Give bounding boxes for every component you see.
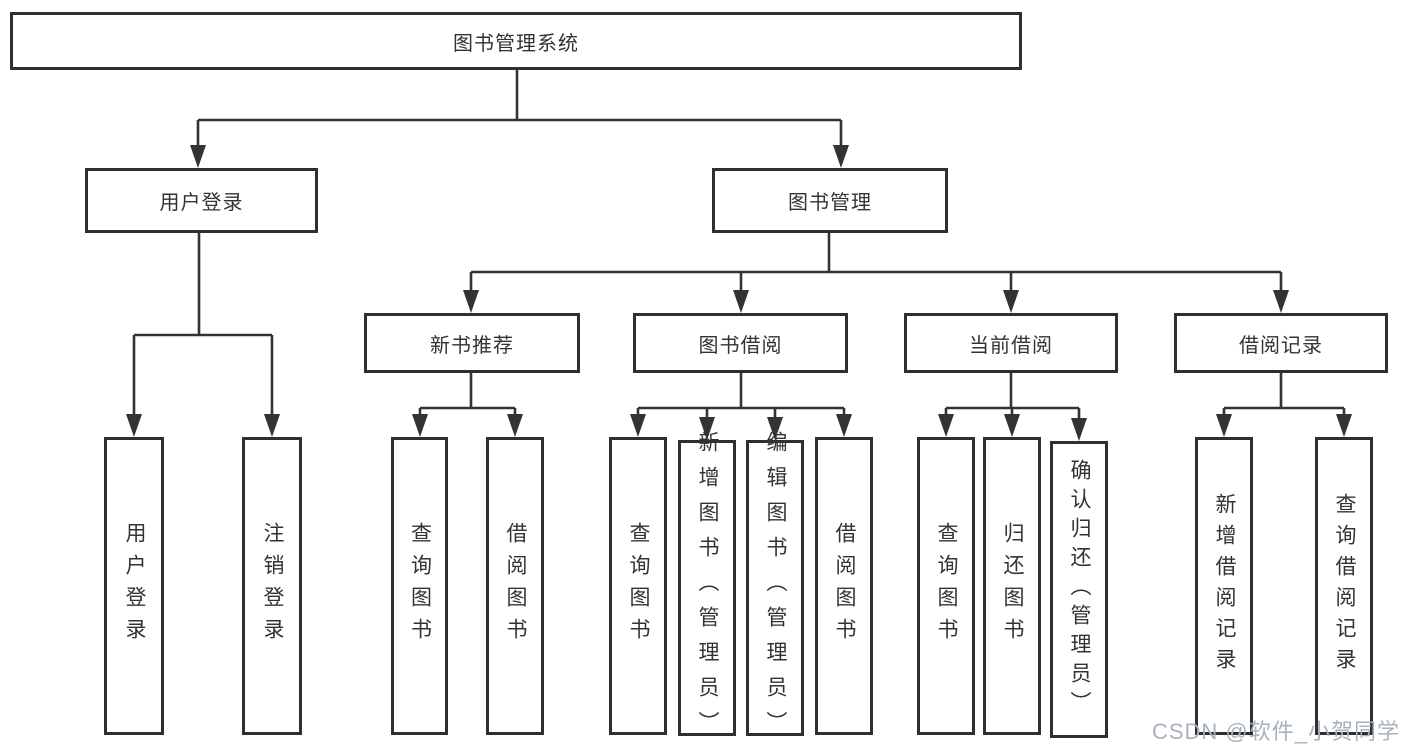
node-label: 新增借阅记录 (1213, 493, 1236, 679)
node-label: 用户登录 (123, 522, 146, 650)
arrow-down-icon (1336, 414, 1352, 437)
arrow-down-icon (264, 414, 280, 437)
leaf-logout: 注销登录 (242, 437, 302, 735)
leaf-borrow-book-recommend: 借阅图书 (486, 437, 544, 735)
node-label: 新书推荐 (430, 334, 514, 357)
leaf-add-book-admin: 新增图书（管理员） (678, 431, 736, 746)
node-label: 图书管理系统 (453, 32, 579, 55)
arrow-down-icon (733, 290, 749, 313)
arrow-down-icon (767, 417, 783, 440)
node-label: 注销登录 (261, 522, 284, 650)
arrow-down-icon (630, 414, 646, 437)
leaf-user-login: 用户登录 (104, 437, 164, 735)
csdn-watermark: CSDN @软件_小贺同学 (1151, 719, 1400, 744)
node-label: 借阅图书 (833, 522, 856, 650)
node-label: 借阅记录 (1239, 334, 1323, 357)
node-label: 借阅图书 (504, 522, 527, 650)
connector-path (132, 70, 1346, 420)
arrow-down-icon (1003, 290, 1019, 313)
arrow-down-icon (699, 417, 715, 440)
arrow-down-icon (1071, 418, 1087, 441)
arrow-down-icon (1273, 290, 1289, 313)
arrow-down-icon (412, 414, 428, 437)
node-current-borrowing: 当前借阅 (904, 313, 1118, 373)
node-book-management: 图书管理 (712, 168, 948, 233)
leaf-query-book-recommend: 查询图书 (391, 437, 448, 735)
node-label: 查询图书 (935, 522, 958, 650)
arrow-down-icon (507, 414, 523, 437)
node-label: 确认归还（管理员） (1068, 459, 1091, 720)
leaf-query-book-current: 查询图书 (917, 437, 975, 735)
arrow-down-icon (1004, 414, 1020, 437)
node-label: 编辑图书（管理员） (764, 430, 787, 746)
arrow-down-icon (126, 414, 142, 437)
node-label: 图书借阅 (698, 334, 783, 357)
arrow-down-icon (463, 290, 479, 313)
arrow-down-icon (833, 145, 849, 168)
leaf-return-book: 归还图书 (983, 437, 1041, 735)
node-label: 查询图书 (408, 522, 432, 650)
leaf-borrow-book-borrowing: 借阅图书 (815, 437, 873, 735)
node-label: 查询借阅记录 (1333, 493, 1356, 679)
node-label: 归还图书 (1001, 522, 1024, 650)
node-label: 新增图书（管理员） (696, 430, 719, 746)
node-new-book-recommend: 新书推荐 (364, 313, 580, 373)
node-borrow-records: 借阅记录 (1174, 313, 1388, 373)
node-label: 图书管理 (788, 192, 872, 214)
arrow-down-icon (938, 414, 954, 437)
leaf-query-book-borrowing: 查询图书 (609, 437, 667, 735)
node-user-login: 用户登录 (85, 168, 318, 233)
node-label: 查询图书 (627, 522, 650, 650)
leaf-confirm-return-admin: 确认归还（管理员） (1050, 441, 1108, 738)
arrow-down-icon (1216, 414, 1232, 437)
node-label: 用户登录 (159, 192, 244, 214)
node-book-borrowing: 图书借阅 (633, 313, 848, 373)
arrow-down-icon (836, 414, 852, 437)
node-label: 当前借阅 (969, 334, 1053, 357)
node-root-library-system: 图书管理系统 (10, 12, 1022, 70)
leaf-add-borrow-record: 新增借阅记录 (1195, 437, 1253, 735)
arrow-down-icon (190, 145, 206, 168)
leaf-edit-book-admin: 编辑图书（管理员） (746, 431, 804, 746)
leaf-query-borrow-record: 查询借阅记录 (1315, 437, 1373, 735)
